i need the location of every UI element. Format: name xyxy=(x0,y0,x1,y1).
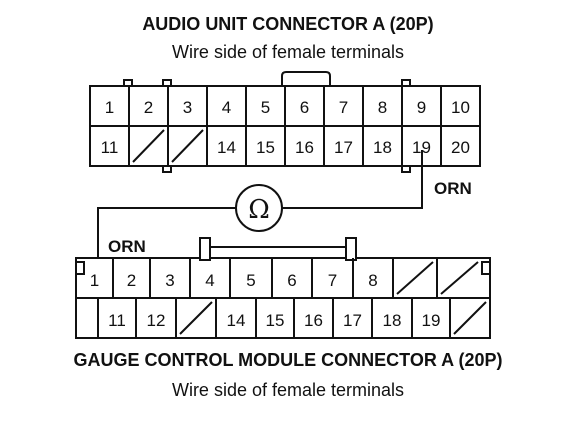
terminal-15: 15 xyxy=(256,138,275,157)
empty-cavity-slash xyxy=(453,301,487,335)
test-wire xyxy=(97,150,423,258)
terminal-8: 8 xyxy=(368,271,377,290)
empty-cavity-slash xyxy=(396,261,434,295)
gauge-connector-grid xyxy=(97,258,487,338)
terminal-6: 6 xyxy=(287,271,296,290)
lock-tab xyxy=(281,71,331,86)
terminal-19: 19 xyxy=(422,311,441,330)
terminal-8: 8 xyxy=(378,98,387,117)
bottom-connector-title: GAUGE CONTROL MODULE CONNECTOR A (20P) xyxy=(73,350,502,370)
terminal-1: 1 xyxy=(90,271,99,290)
terminal-9: 9 xyxy=(417,98,426,117)
bottom-connector-subtitle: Wire side of female terminals xyxy=(172,380,404,400)
terminal-17: 17 xyxy=(343,311,362,330)
ohmmeter-icon: Ω xyxy=(248,195,270,225)
terminal-7: 7 xyxy=(339,98,348,117)
terminal-3: 3 xyxy=(165,271,174,290)
empty-cavity-slash xyxy=(132,129,165,163)
audio-unit-connector xyxy=(89,71,481,173)
terminal-7: 7 xyxy=(328,271,337,290)
terminal-20: 20 xyxy=(451,138,470,157)
terminal-18: 18 xyxy=(383,311,402,330)
terminal-17: 17 xyxy=(334,138,353,157)
empty-cavity-slash xyxy=(179,301,213,335)
terminal-14: 14 xyxy=(217,138,236,157)
empty-cavity-slash xyxy=(440,261,479,295)
terminal-6: 6 xyxy=(300,98,309,117)
terminal-5: 5 xyxy=(261,98,270,117)
terminal-11: 11 xyxy=(108,311,126,330)
terminal-15: 15 xyxy=(266,311,285,330)
terminal-2: 2 xyxy=(127,271,136,290)
terminal-18: 18 xyxy=(373,138,392,157)
terminal-4: 4 xyxy=(222,98,231,117)
gauge-control-module-connector xyxy=(75,237,491,339)
empty-cavity-slash xyxy=(171,129,204,163)
terminal-1: 1 xyxy=(105,98,114,117)
terminal-4: 4 xyxy=(205,271,214,290)
terminal-14: 14 xyxy=(227,311,246,330)
top-connector-title: AUDIO UNIT CONNECTOR A (20P) xyxy=(142,14,433,34)
terminal-16: 16 xyxy=(304,311,323,330)
terminal-10: 10 xyxy=(451,98,470,117)
terminal-5: 5 xyxy=(246,271,255,290)
terminal-19: 19 xyxy=(412,138,431,157)
bottom-wire-color-label: ORN xyxy=(108,237,146,256)
terminal-11: 11 xyxy=(101,138,119,157)
terminal-3: 3 xyxy=(183,98,192,117)
terminal-16: 16 xyxy=(295,138,314,157)
top-wire-color-label: ORN xyxy=(434,179,472,198)
terminal-12: 12 xyxy=(147,311,166,330)
terminal-2: 2 xyxy=(144,98,153,117)
top-connector-subtitle: Wire side of female terminals xyxy=(172,42,404,62)
